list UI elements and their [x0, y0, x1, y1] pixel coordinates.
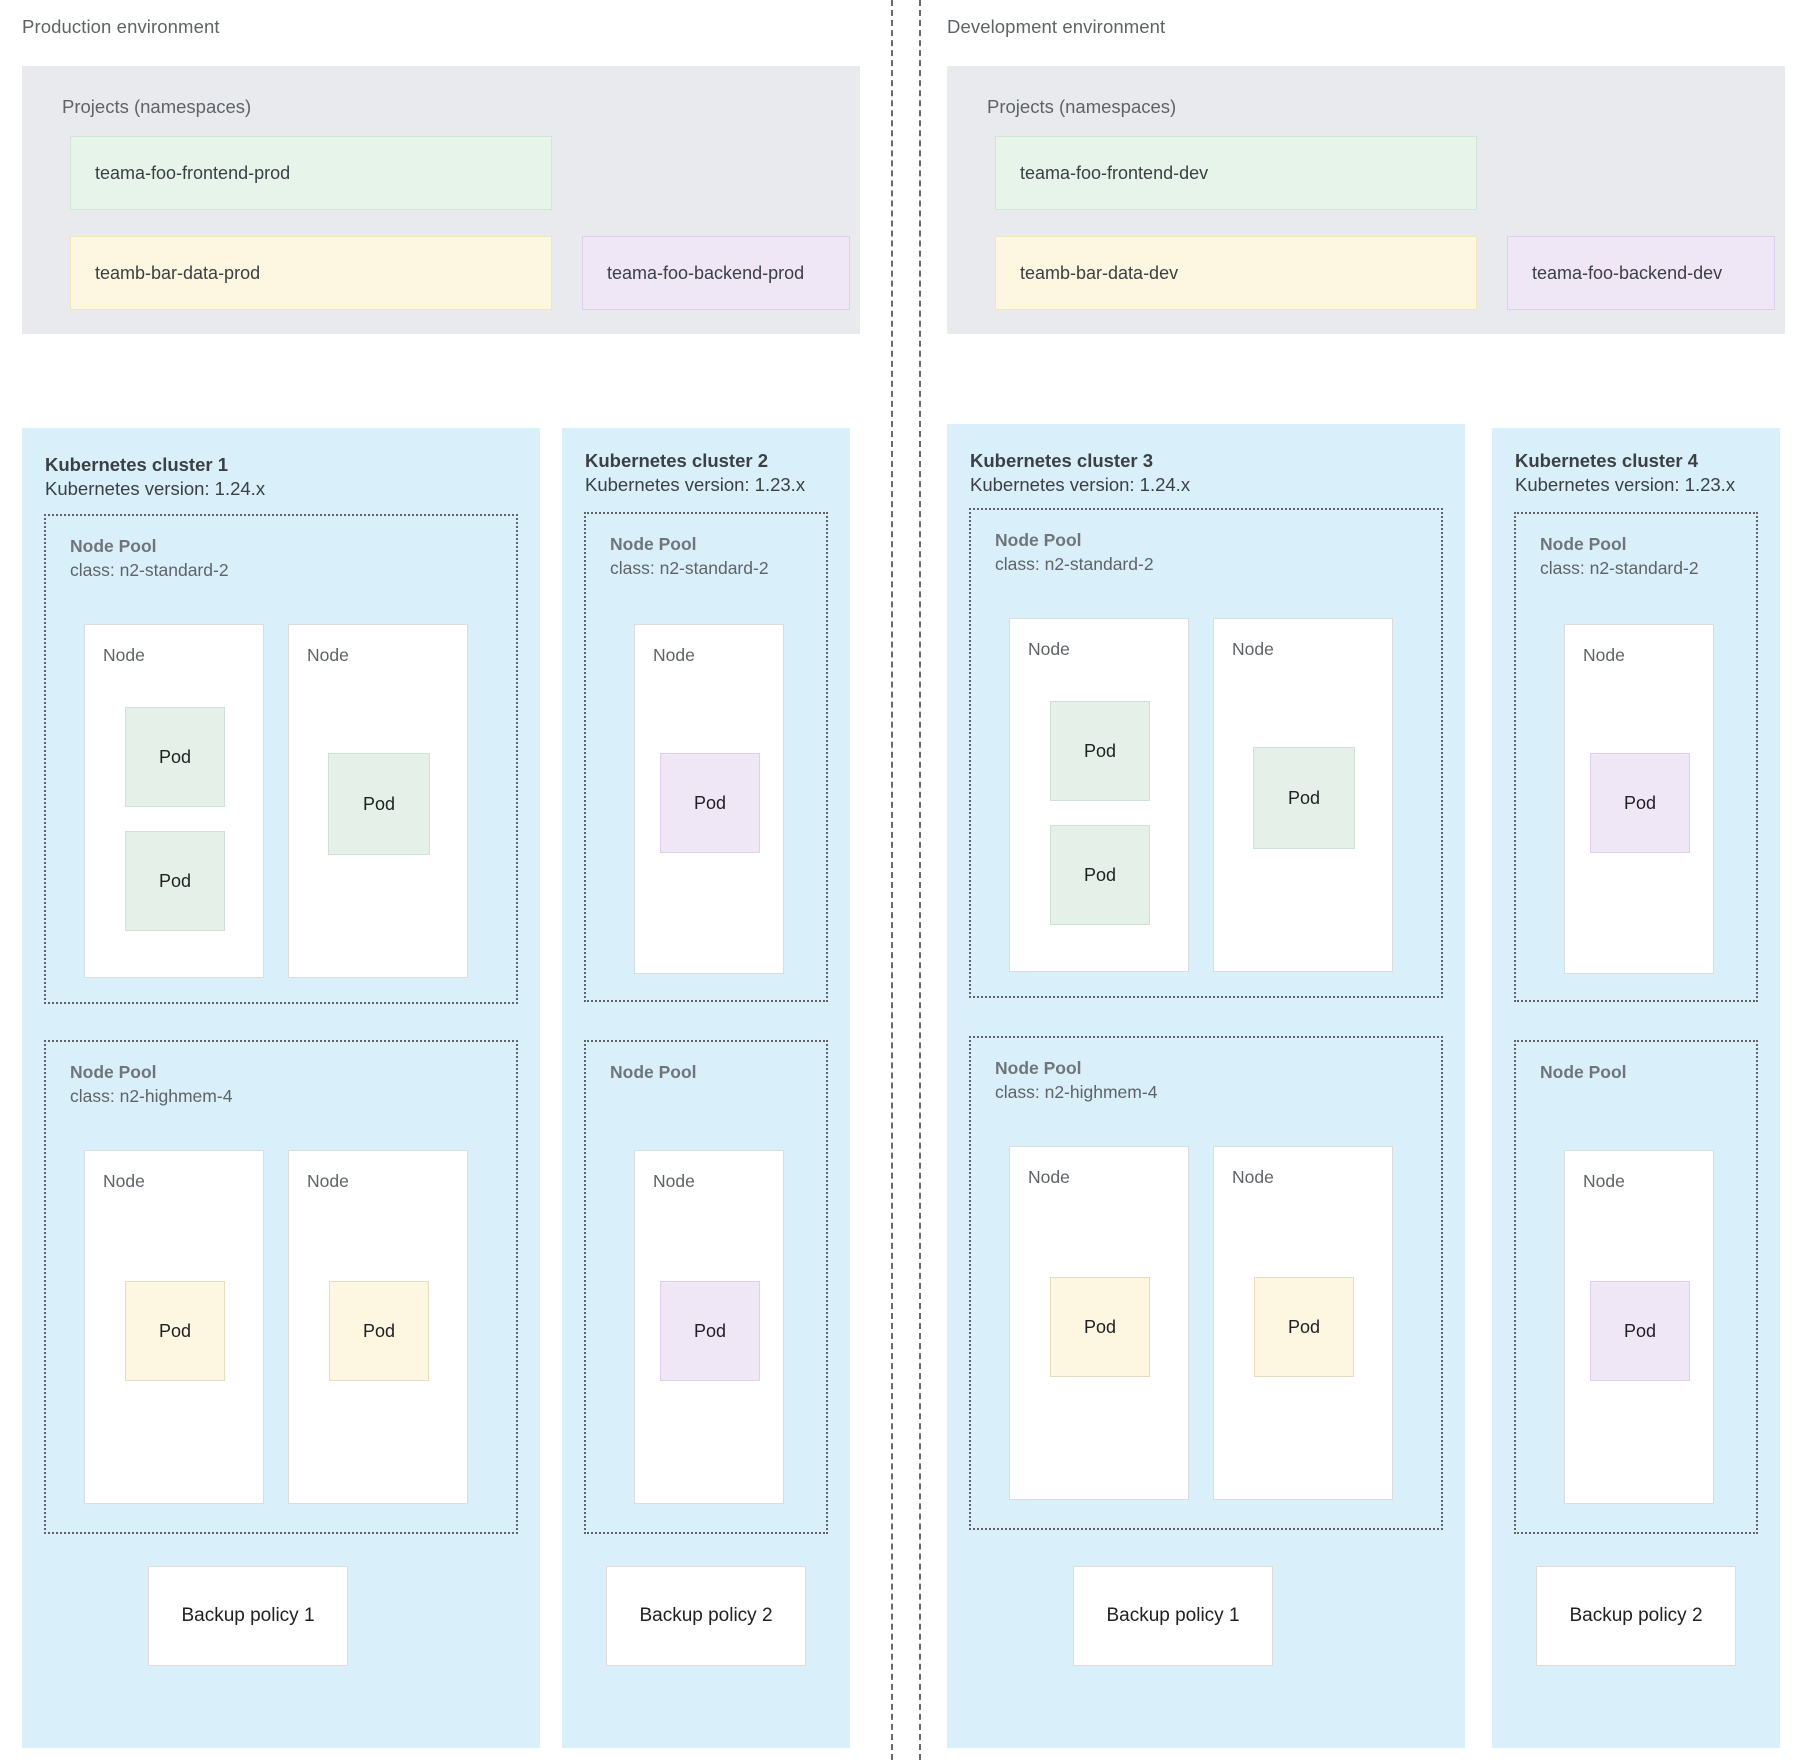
namespace-label: teamb-bar-data-prod [95, 262, 261, 283]
projects-label: Projects (namespaces) [987, 96, 1177, 117]
namespace-box[interactable]: teamb-bar-data-dev [995, 236, 1477, 310]
projects-panel: Projects (namespaces) teama-foo-frontend-… [22, 66, 860, 334]
environment-divider-left [891, 0, 893, 1760]
environment-title: Production environment [22, 16, 220, 37]
pod-box[interactable]: Pod [125, 1281, 225, 1381]
node-label: Node [307, 645, 349, 665]
namespace-box[interactable]: teama-foo-frontend-prod [70, 136, 552, 210]
backup-policy-box[interactable]: Backup policy 1 [1073, 1566, 1273, 1666]
pod-box[interactable]: Pod [125, 707, 225, 807]
node-pool-title: Node Pool [1540, 1062, 1627, 1082]
node-label: Node [1232, 1167, 1274, 1187]
pod-box[interactable]: Pod [660, 1281, 760, 1381]
cluster-version: Kubernetes version: 1.23.x [1515, 474, 1736, 495]
node-pool-title: Node Pool [1540, 534, 1627, 554]
node-label: Node [1583, 1171, 1625, 1191]
namespace-label: teama-foo-frontend-dev [1020, 162, 1209, 183]
namespace-label: teamb-bar-data-dev [1020, 262, 1179, 283]
projects-label: Projects (namespaces) [62, 96, 252, 117]
node-pool-title: Node Pool [70, 536, 157, 556]
cluster-title: Kubernetes cluster 2 [585, 450, 769, 471]
projects-panel: Projects (namespaces) teama-foo-frontend-… [947, 66, 1785, 334]
environment-divider-right [919, 0, 921, 1760]
backup-policy-box[interactable]: Backup policy 1 [148, 1566, 348, 1666]
namespace-label: teama-foo-frontend-prod [95, 162, 291, 183]
namespace-label: teama-foo-backend-dev [1532, 262, 1723, 283]
node-label: Node [1028, 639, 1070, 659]
node-pool-class: class: n2-highmem-4 [995, 1082, 1158, 1102]
node-label: Node [307, 1171, 349, 1191]
pod-box[interactable]: Pod [1050, 1277, 1150, 1377]
namespace-box[interactable]: teama-foo-backend-dev [1507, 236, 1775, 310]
cluster-version: Kubernetes version: 1.24.x [970, 474, 1191, 495]
cluster-title: Kubernetes cluster 4 [1515, 450, 1699, 471]
backup-policy-box[interactable]: Backup policy 2 [606, 1566, 806, 1666]
namespace-box[interactable]: teamb-bar-data-prod [70, 236, 552, 310]
node-label: Node [1583, 645, 1625, 665]
node-pool-class: class: n2-standard-2 [1540, 558, 1699, 578]
node-pool-title: Node Pool [995, 1058, 1082, 1078]
pod-box[interactable]: Pod [328, 753, 430, 855]
node-pool-title: Node Pool [610, 534, 697, 554]
node-pool-class: class: n2-standard-2 [610, 558, 769, 578]
kubernetes-cluster[interactable]: Kubernetes cluster 4 Kubernetes version: … [1492, 428, 1780, 1748]
node-pool-class: class: n2-highmem-4 [70, 1086, 233, 1106]
node-pool-class: class: n2-standard-2 [995, 554, 1154, 574]
environment-title: Development environment [947, 16, 1166, 37]
pod-box[interactable]: Pod [1253, 747, 1355, 849]
node-pool-class: class: n2-standard-2 [70, 560, 229, 580]
node-label: Node [653, 645, 695, 665]
kubernetes-cluster[interactable]: Kubernetes cluster 1 Kubernetes version: … [22, 428, 540, 1748]
pod-box[interactable]: Pod [125, 831, 225, 931]
node-label: Node [103, 645, 145, 665]
node-pool-title: Node Pool [70, 1062, 157, 1082]
pod-box[interactable]: Pod [1254, 1277, 1354, 1377]
node-pool-title: Node Pool [995, 530, 1082, 550]
pod-box[interactable]: Pod [1590, 753, 1690, 853]
node-label: Node [653, 1171, 695, 1191]
node-pool-title: Node Pool [610, 1062, 697, 1082]
pod-box[interactable]: Pod [329, 1281, 429, 1381]
node-label: Node [103, 1171, 145, 1191]
pod-box[interactable]: Pod [1050, 825, 1150, 925]
kubernetes-cluster[interactable]: Kubernetes cluster 3 Kubernetes version: … [947, 424, 1465, 1748]
pod-box[interactable]: Pod [660, 753, 760, 853]
cluster-title: Kubernetes cluster 1 [45, 454, 229, 475]
namespace-box[interactable]: teama-foo-backend-prod [582, 236, 850, 310]
pod-box[interactable]: Pod [1590, 1281, 1690, 1381]
namespace-label: teama-foo-backend-prod [607, 262, 805, 283]
cluster-version: Kubernetes version: 1.23.x [585, 474, 806, 495]
cluster-title: Kubernetes cluster 3 [970, 450, 1154, 471]
pod-box[interactable]: Pod [1050, 701, 1150, 801]
cluster-version: Kubernetes version: 1.24.x [45, 478, 266, 499]
node-label: Node [1232, 639, 1274, 659]
kubernetes-cluster[interactable]: Kubernetes cluster 2 Kubernetes version: … [562, 428, 850, 1748]
node-label: Node [1028, 1167, 1070, 1187]
backup-policy-box[interactable]: Backup policy 2 [1536, 1566, 1736, 1666]
namespace-box[interactable]: teama-foo-frontend-dev [995, 136, 1477, 210]
